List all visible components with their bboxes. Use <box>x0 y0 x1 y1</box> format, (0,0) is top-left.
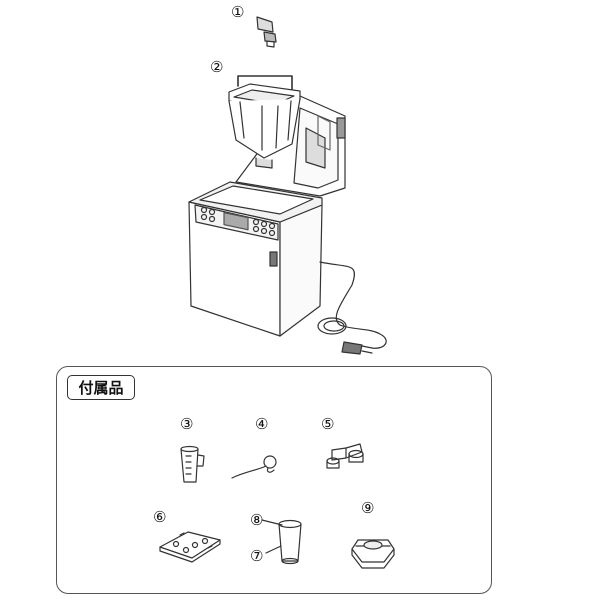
bread-pan-drawing <box>228 75 301 169</box>
measuring-cup-drawing <box>180 445 205 483</box>
callout-9: ⑨ <box>361 499 375 517</box>
callout-6: ⑥ <box>153 508 167 526</box>
callout-2: ② <box>210 58 224 76</box>
callout-8: ⑧ <box>250 511 264 529</box>
leader-line-7 <box>265 545 282 554</box>
measuring-spoon-drawing <box>326 443 364 469</box>
accessories-panel <box>56 366 492 594</box>
stirring-stand-drawing <box>159 531 221 563</box>
callout-7: ⑦ <box>250 547 264 565</box>
callout-3: ③ <box>180 415 194 433</box>
blade-holder-drawing <box>351 539 395 569</box>
blade-remover-hook-drawing <box>231 455 277 479</box>
callout-1: ① <box>231 3 245 21</box>
callout-4: ④ <box>255 415 269 433</box>
bread-machine-drawing <box>188 95 387 355</box>
accessories-title: 付属品 <box>67 375 135 400</box>
leader-line-8 <box>261 519 283 526</box>
callout-5: ⑤ <box>321 415 335 433</box>
kneading-blade-drawing <box>256 16 277 48</box>
